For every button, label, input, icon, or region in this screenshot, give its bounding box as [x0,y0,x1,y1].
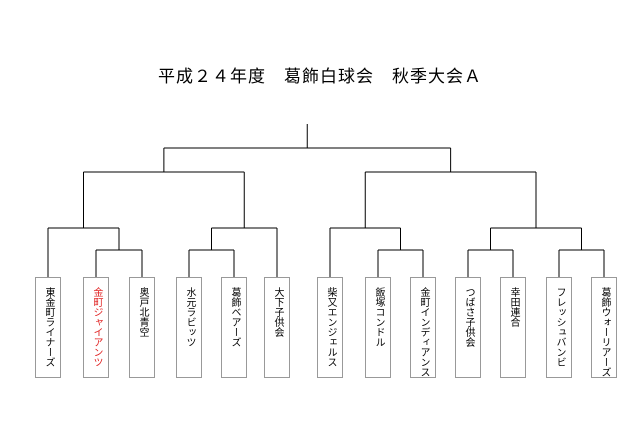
team-name: 東金町ライナーズ [43,287,54,367]
team-name: フレッシュバンビ [554,287,565,367]
team-name: 葛飾ベアーズ [229,287,240,347]
team-box: 金町インディアンス [410,277,436,378]
team-name: つばさ子供会 [463,287,474,347]
team-box: フレッシュバンビ [546,277,572,378]
team-box: つばさ子供会 [455,277,481,378]
team-box: 奥戸北青空 [129,277,155,378]
team-name: 金町ジャイアンツ [91,287,102,367]
team-name: 大下子供会 [272,287,283,337]
team-box: 東金町ライナーズ [35,277,61,378]
team-box: 大下子供会 [264,277,290,378]
team-box: 幸田連合 [500,277,526,378]
team-name: 金町インディアンス [418,287,429,377]
team-name: 葛飾ウォーリアーズ [599,287,610,377]
team-name: 柴又エンジェルス [325,287,336,367]
team-name: 水元ラビッツ [184,287,195,347]
team-name: 奥戸北青空 [137,287,148,337]
team-box: 柴又エンジェルス [317,277,343,378]
team-name: 幸田連合 [508,287,519,327]
team-box: 金町ジャイアンツ [83,277,109,378]
team-box: 飯塚コンドル [365,277,391,378]
team-box: 水元ラビッツ [176,277,202,378]
team-box: 葛飾ベアーズ [221,277,247,378]
team-name: 飯塚コンドル [373,287,384,347]
team-box: 葛飾ウォーリアーズ [591,277,617,378]
page-title: 平成２４年度 葛飾白球会 秋季大会Ａ [158,67,482,87]
